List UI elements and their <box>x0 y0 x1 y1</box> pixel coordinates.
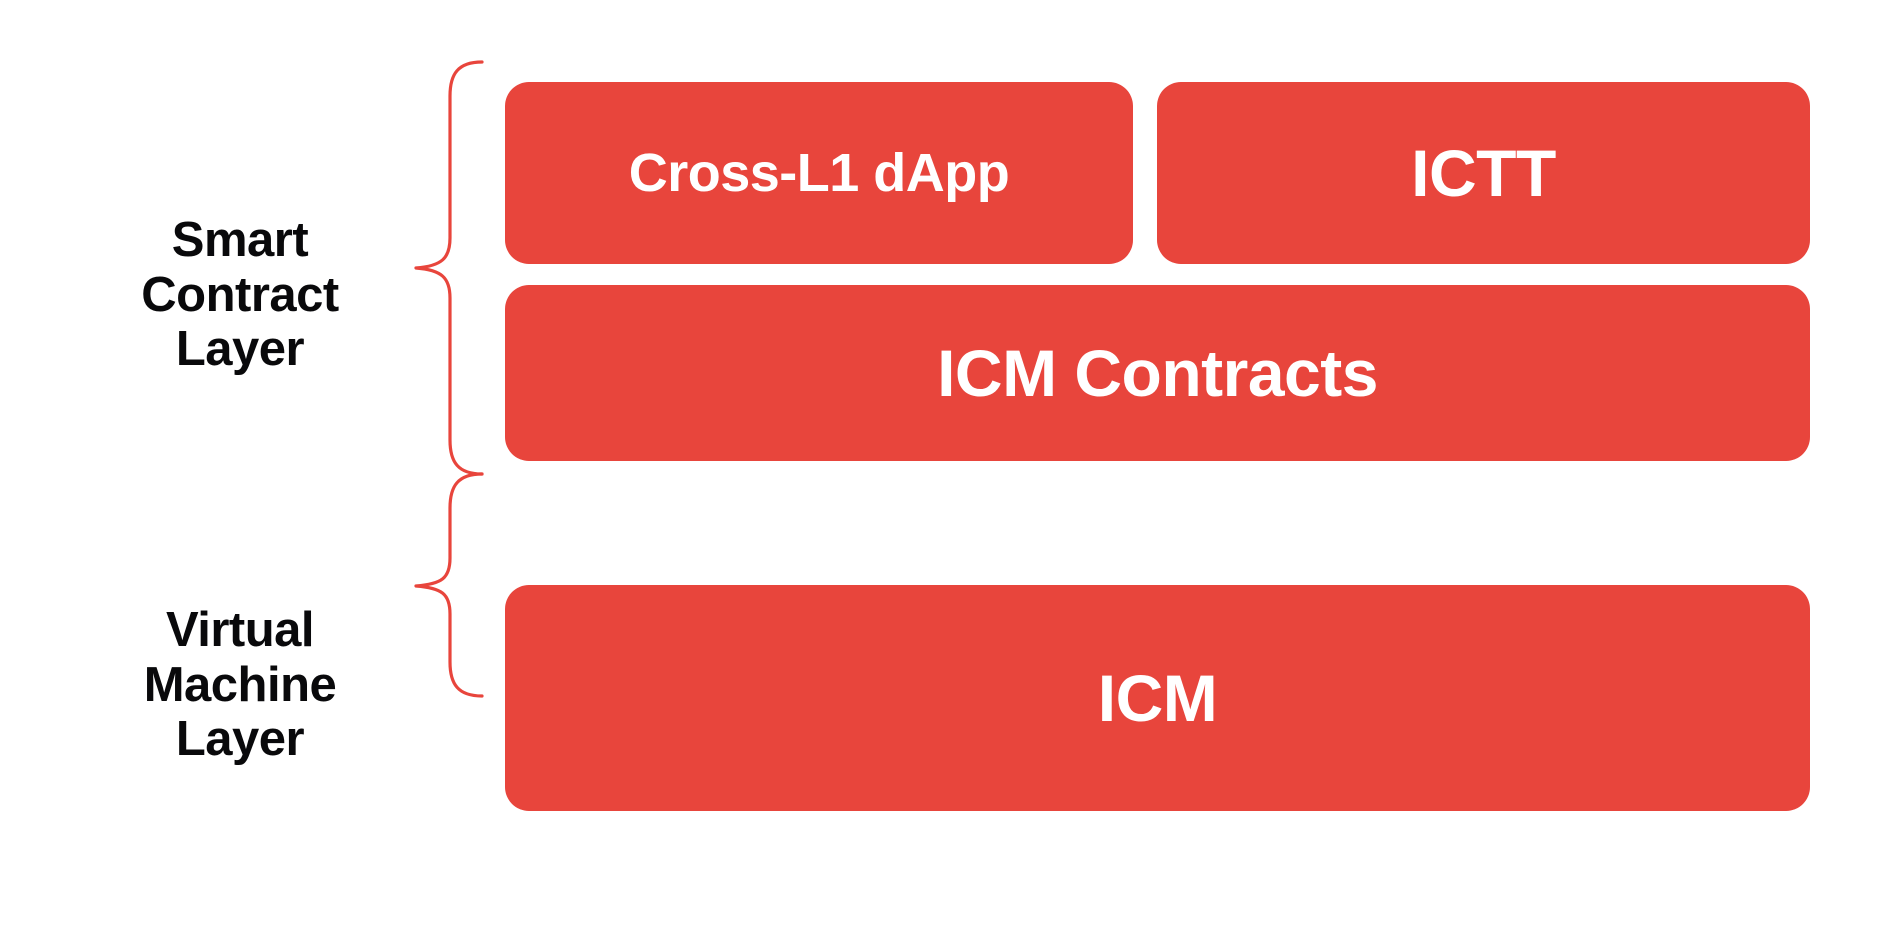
brace-smart-contract-layer <box>414 60 484 476</box>
box-label-icm-contracts: ICM Contracts <box>937 336 1378 410</box>
box-label-ictt: ICTT <box>1411 136 1556 210</box>
layer-label-virtual-machine: Virtual Machine Layer <box>143 602 337 767</box>
box-label-cross-l1-dapp: Cross-L1 dApp <box>628 143 1010 203</box>
box-label-icm: ICM <box>1097 661 1218 735</box>
box-cross-l1-dapp[interactable]: Cross-L1 dApp <box>505 82 1133 264</box>
layer-label-smart-contract: Smart Contract Layer <box>141 212 339 377</box>
box-icm[interactable]: ICM <box>505 585 1810 811</box>
box-icm-contracts[interactable]: ICM Contracts <box>505 285 1810 461</box>
brace-virtual-machine-layer <box>414 472 484 698</box>
box-ictt[interactable]: ICTT <box>1157 82 1810 264</box>
